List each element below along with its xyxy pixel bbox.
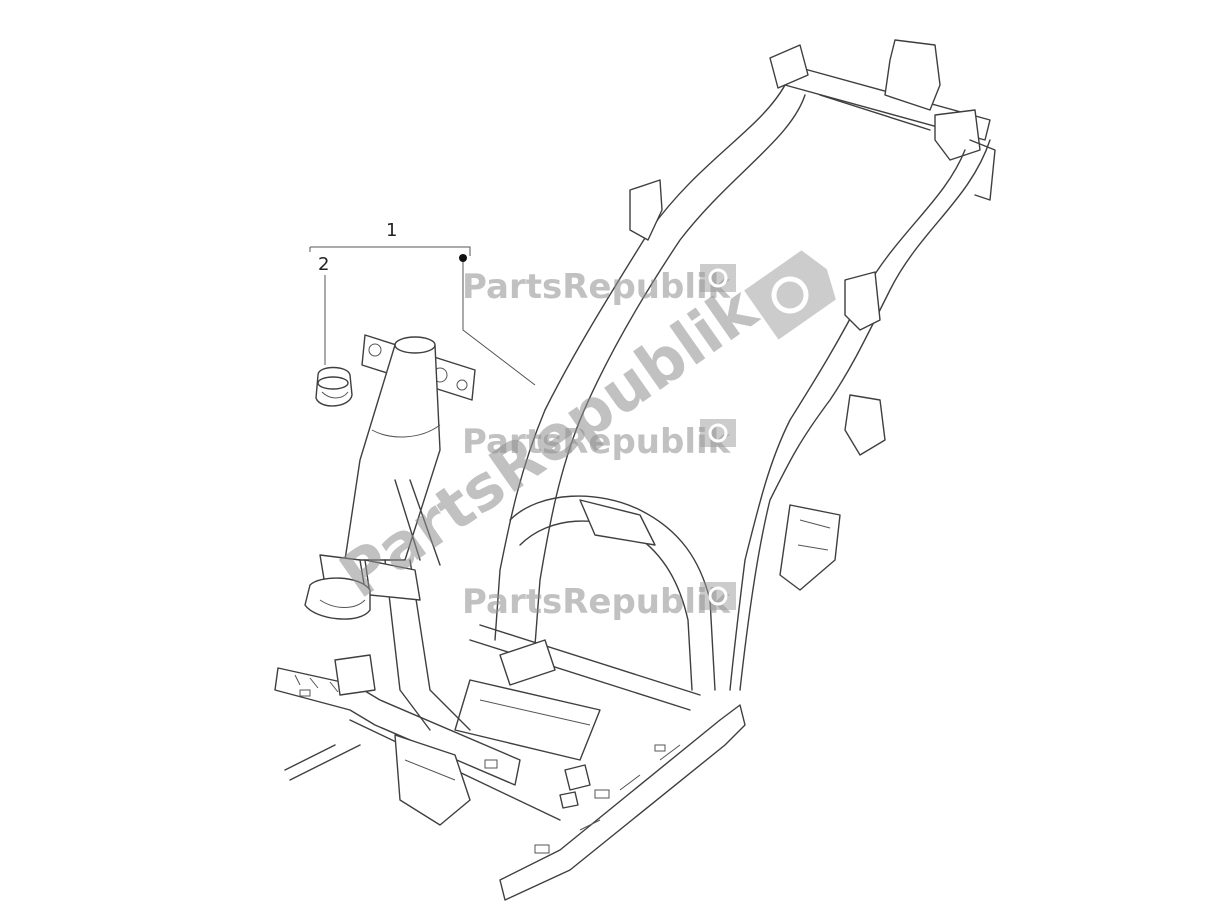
frame-body[interactable] (274, 39, 996, 901)
callout-group: 1 2 (309, 220, 536, 386)
callout-bracket-line (310, 246, 471, 256)
callout-label-2: 2 (318, 254, 329, 275)
steering-column-assembly[interactable] (304, 334, 476, 826)
watermark-text: PartsRepublik (462, 582, 732, 622)
watermark-text: PartsRepublik (462, 422, 732, 462)
callout-label-1: 1 (386, 220, 397, 241)
bushing-cap-part-2[interactable] (315, 366, 353, 407)
callout-dot (459, 254, 467, 262)
callout-leader-1 (462, 258, 536, 386)
gear-icon (744, 250, 836, 340)
gear-icon (700, 264, 736, 292)
gear-icon (700, 419, 736, 447)
gear-icon (700, 582, 736, 610)
watermark-text: PartsRepublik (462, 267, 732, 307)
